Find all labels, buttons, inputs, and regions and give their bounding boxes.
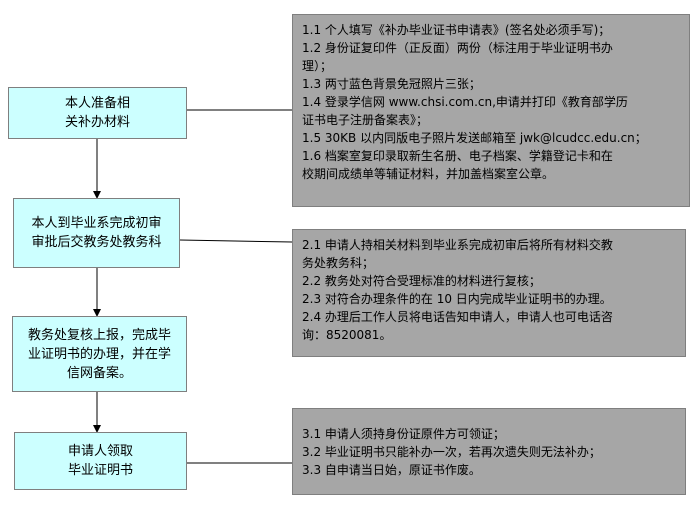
note-1-line-4: 1.3 两寸蓝色背景免冠照片三张； <box>302 77 481 91</box>
note-box-1: 1.1 个人填写《补办毕业证书申请表》(签名处必须手写)； 1.2 身份证复印件… <box>292 14 690 207</box>
note-1-line-5: 1.4 登录学信网 www.chsi.com.cn,申请并打印《教育部学历 <box>302 95 628 109</box>
note-2-line-1: 2.1 申请人持相关材料到毕业系完成初审后将所有材料交教 <box>302 238 613 252</box>
note-1-line-2: 1.2 身份证复印件（正反面）两份（标注用于毕业证明书办 <box>302 41 613 55</box>
flow-step-4: 申请人领取 毕业证明书 <box>14 432 187 490</box>
flow-step-4-line-1: 申请人领取 <box>67 444 133 459</box>
note-3-line-3: 3.3 自申请当日始，原证书作废。 <box>302 463 481 477</box>
note-1-line-1: 1.1 个人填写《补办毕业证书申请表》(签名处必须手写)； <box>302 23 611 37</box>
flow-step-1-line-1: 本人准备相 <box>64 96 130 111</box>
note-1-line-9: 校期间成绩单等辅证材料，并加盖档案室公章。 <box>302 167 555 181</box>
note-1-line-8: 1.6 档案室复印录取新生名册、电子档案、学籍登记卡和在 <box>302 149 613 163</box>
flow-step-2: 本人到毕业系完成初审 审批后交教务处教务科 <box>13 198 180 268</box>
flow-step-2-line-1: 本人到毕业系完成初审 <box>31 216 162 231</box>
note-1-line-7: 1.5 30KB 以内同版电子照片发送邮箱至 jwk@lcudcc.edu.cn… <box>302 131 647 145</box>
flow-step-1-line-2: 关补办材料 <box>64 115 130 130</box>
note-3-line-1: 3.1 申请人须持身份证原件方可领证； <box>302 427 505 441</box>
flow-step-2-line-2: 审批后交教务处教务科 <box>31 235 162 250</box>
note-box-2: 2.1 申请人持相关材料到毕业系完成初审后将所有材料交教 务处教务科； 2.2 … <box>292 229 686 357</box>
flow-step-4-line-2: 毕业证明书 <box>67 463 133 478</box>
note-2-line-4: 2.3 对符合办理条件的在 10 日内完成毕业证明书的办理。 <box>302 292 612 306</box>
note-2-line-5: 2.4 办理后工作人员将电话告知申请人，申请人也可电话咨 <box>302 310 613 324</box>
link-step2-note2 <box>179 239 293 243</box>
flow-step-3-line-2: 业证明书的办理，并在学 <box>27 346 171 362</box>
note-2-line-3: 2.2 教务处对符合受理标准的材料进行复核； <box>302 274 541 288</box>
note-box-3: 3.1 申请人须持身份证原件方可领证； 3.2 毕业证明书只能补办一次，若再次遗… <box>292 408 686 495</box>
note-1-line-6: 证书电子注册备案表》； <box>302 113 429 127</box>
flow-step-1: 本人准备相 关补办材料 <box>8 87 187 139</box>
flow-step-3-line-3: 信网备案。 <box>66 365 132 381</box>
flow-step-3-line-1: 教务处复核上报，完成毕 <box>27 327 171 343</box>
note-2-line-2: 务处教务科； <box>302 256 375 270</box>
flow-step-3: 教务处复核上报，完成毕 业证明书的办理，并在学 信网备案。 <box>12 316 187 392</box>
note-1-line-3: 理）； <box>302 59 333 73</box>
note-3-line-2: 3.2 毕业证明书只能补办一次，若再次遗失则无法补办； <box>302 445 601 459</box>
note-2-line-6: 询：8520081。 <box>302 328 392 342</box>
